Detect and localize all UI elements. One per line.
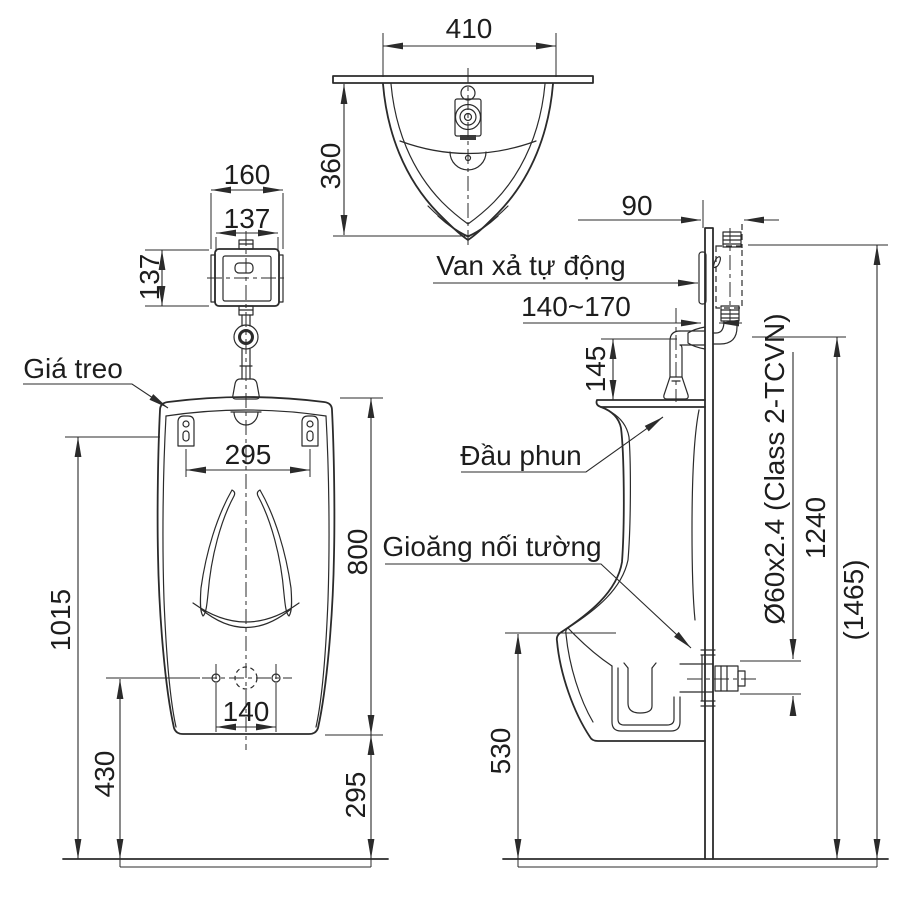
label-flush-valve: Van xả tự động <box>436 250 625 281</box>
wall-outlet <box>679 649 758 707</box>
dim-outlet-pipe-spec: Ø60x2.4 (Class 2-TCVN) <box>759 313 790 624</box>
spud-cone <box>232 378 260 400</box>
dim-hanger-height: 1015 <box>45 589 76 651</box>
top-view <box>332 68 594 248</box>
dim-valve-depth: 90 <box>621 190 652 221</box>
dim-drain-height: 430 <box>89 751 120 798</box>
leader-spray-head <box>461 416 664 473</box>
dimension-lines <box>74 42 881 859</box>
dim-side-bottom-height: 530 <box>485 728 516 775</box>
dim-hanger-span: 295 <box>225 439 272 470</box>
dim-drain-hole-span: 140 <box>223 696 270 727</box>
label-spray-head: Đầu phun <box>460 440 581 471</box>
supply-pipe-front <box>232 314 260 400</box>
dim-overall-height: (1465) <box>838 560 869 641</box>
sensor-window <box>234 262 254 274</box>
dim-spud-drop: 145 <box>580 346 611 393</box>
label-wall-gasket: Gioăng nối tường <box>382 531 601 562</box>
side-view <box>555 227 758 860</box>
dimension-texts: 410 360 160 137 137 295 800 1015 430 140… <box>45 13 869 818</box>
front-view <box>156 231 336 750</box>
dim-body-height: 800 <box>342 529 373 576</box>
flush-valve-front <box>207 239 287 316</box>
body-outline-side <box>555 406 706 742</box>
floor-lines <box>62 858 889 868</box>
label-leaders <box>23 279 698 649</box>
dim-top-depth: 360 <box>315 143 346 190</box>
hanger-bracket-left <box>177 415 195 447</box>
dim-supply-offset: 140~170 <box>521 291 631 322</box>
dim-valve-outer-width: 160 <box>224 159 271 190</box>
leader-hanger <box>23 383 169 409</box>
leader-wall-gasket <box>385 563 692 649</box>
part-labels: Van xả tự động Giá treo Đầu phun Gioăng … <box>23 250 626 562</box>
hanger-bracket-right <box>301 415 319 447</box>
shelf-line <box>332 75 594 84</box>
dim-valve-inner-width: 137 <box>224 203 271 234</box>
wall-line <box>704 227 714 860</box>
supply-pipe-side <box>663 308 738 402</box>
flush-valve-side <box>698 228 743 328</box>
dim-supply-height: 1240 <box>800 497 831 559</box>
label-hanger: Giá treo <box>23 353 123 384</box>
dim-valve-height: 137 <box>134 254 165 301</box>
dim-body-bottom-height: 295 <box>340 772 371 819</box>
dim-top-width: 410 <box>446 13 493 44</box>
body-outline-front <box>156 396 336 735</box>
trap <box>611 662 681 732</box>
